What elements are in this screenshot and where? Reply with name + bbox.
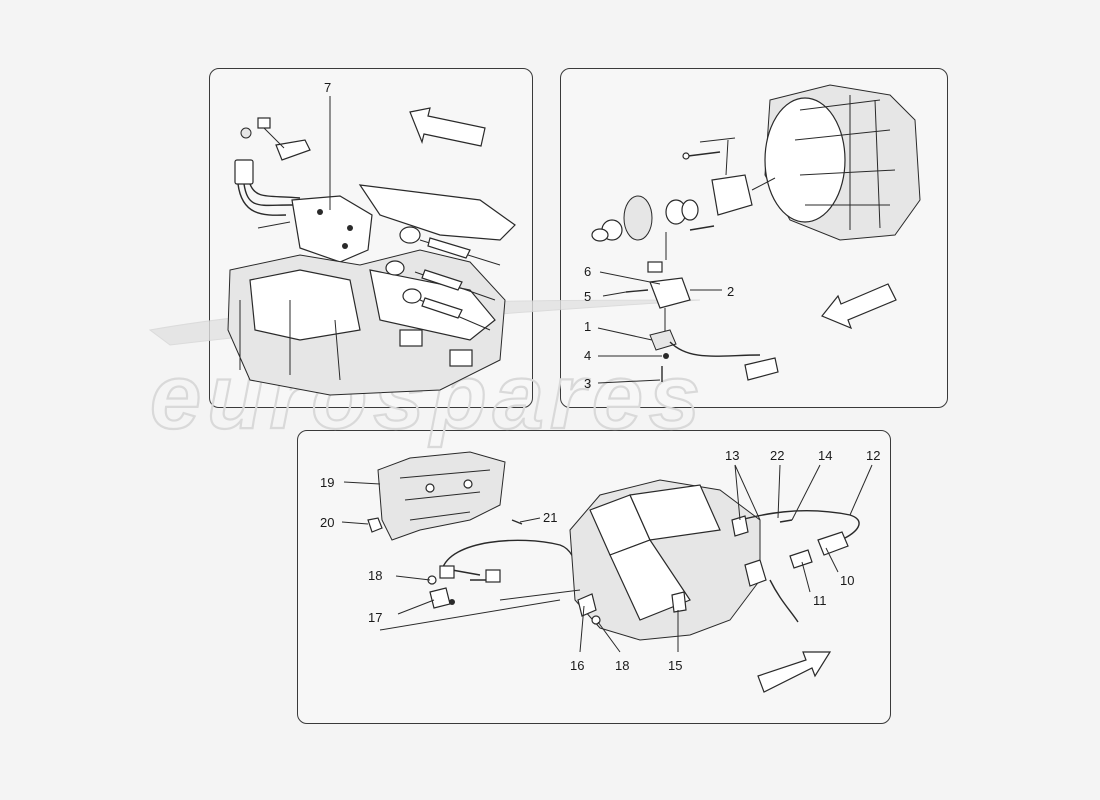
callout-1: 1 bbox=[584, 319, 591, 334]
direction-arrow-icon bbox=[757, 651, 832, 693]
callout-14: 14 bbox=[818, 448, 832, 463]
callout-4: 4 bbox=[584, 348, 591, 363]
callout-13: 13 bbox=[725, 448, 739, 463]
callout-20: 20 bbox=[320, 515, 334, 530]
callout-6: 6 bbox=[584, 264, 591, 279]
top-right-drawing: 6 5 2 1 4 3 bbox=[584, 84, 921, 391]
bottom-drawing: 19 20 21 18 17 16 18 15 13 22 14 12 10 1… bbox=[320, 448, 880, 693]
direction-arrow-icon bbox=[409, 107, 486, 147]
callout-12: 12 bbox=[866, 448, 880, 463]
callout-2: 2 bbox=[727, 284, 734, 299]
callout-19: 19 bbox=[320, 475, 334, 490]
callout-21: 21 bbox=[543, 510, 557, 525]
callout-10: 10 bbox=[840, 573, 854, 588]
callout-11: 11 bbox=[813, 593, 827, 608]
direction-arrow-icon bbox=[821, 283, 897, 330]
callout-18-left: 18 bbox=[368, 568, 382, 583]
callout-5: 5 bbox=[584, 289, 591, 304]
callout-17: 17 bbox=[368, 610, 382, 625]
callout-22: 22 bbox=[770, 448, 784, 463]
callout-16: 16 bbox=[570, 658, 584, 673]
top-left-drawing: 7 bbox=[227, 80, 516, 396]
callout-3: 3 bbox=[584, 376, 591, 391]
callout-18-right: 18 bbox=[615, 658, 629, 673]
callout-15: 15 bbox=[668, 658, 682, 673]
callout-7: 7 bbox=[324, 80, 331, 95]
